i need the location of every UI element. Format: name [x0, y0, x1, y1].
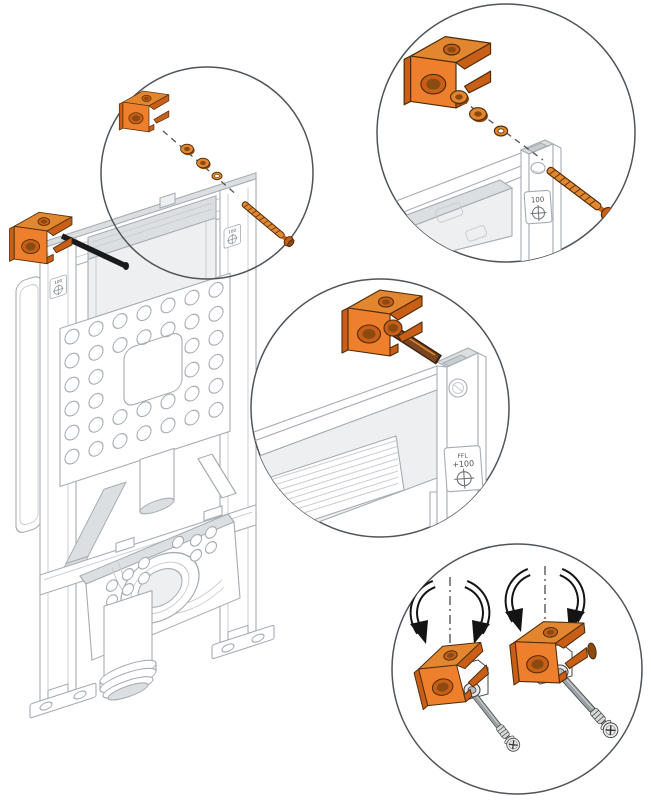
detail-2-content: 100 [377, 36, 617, 262]
post-marker-text: 100 [54, 278, 62, 286]
detail-circle-exploded-closeup: 100 [376, 3, 636, 263]
rotation-assembly-right [505, 566, 622, 742]
datum-label-text: 100 [531, 196, 545, 205]
inserted-bracket-assembly [341, 289, 442, 365]
right-foot [211, 624, 275, 660]
left-foot [29, 682, 97, 719]
left-wall-bracket [9, 211, 129, 270]
magnifier-circle [100, 66, 314, 280]
mounting-bracket [118, 90, 170, 133]
detail-3-content: FFL +100 [253, 289, 487, 537]
drain-pipe [99, 590, 157, 701]
detail-circle-rotation-closeup [391, 543, 643, 795]
post-datum-marker: 100 [223, 224, 241, 249]
panel-hole-grid [64, 281, 224, 465]
ffl-datum-label: FFL +100 [443, 445, 484, 493]
washer [211, 171, 223, 181]
detail-4-content [409, 566, 622, 755]
detail-circle-exploded-overlay [100, 66, 314, 280]
perforated-panel [59, 272, 231, 488]
frame-datum-label: 100 [523, 189, 553, 225]
post-marker-text: 100 [228, 227, 236, 235]
flush-pipe [139, 447, 175, 515]
hex-nut [196, 157, 212, 170]
bracket-slot [587, 642, 597, 660]
installation-frame: 100 100 [15, 172, 275, 719]
threaded-rod [60, 233, 128, 269]
plus100-label-text: +100 [452, 459, 475, 470]
detail-circle-inserted-closeup: FFL +100 [250, 278, 510, 538]
side-mounting-plate [15, 276, 43, 533]
rotation-assembly-left [409, 577, 523, 755]
diagonal-brace [197, 453, 237, 499]
post-datum-marker: 100 [49, 274, 67, 300]
hex-nut [180, 143, 196, 156]
ffl-label-text: FFL [457, 452, 468, 460]
washer [493, 125, 509, 137]
